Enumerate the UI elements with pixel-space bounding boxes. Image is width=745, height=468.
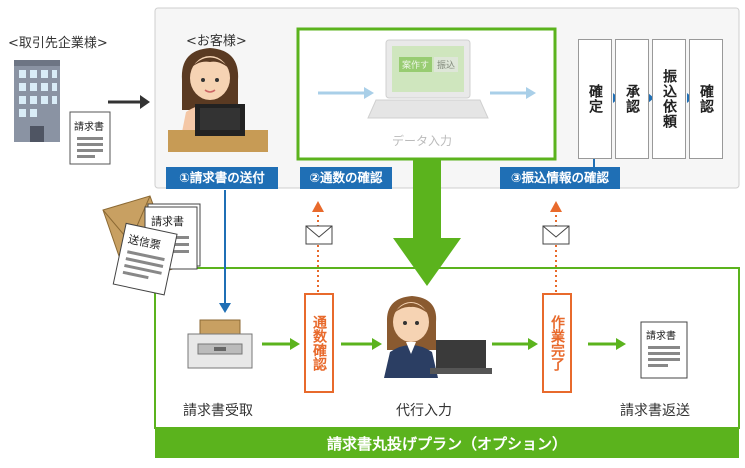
step1-badge: ①請求書の送付 <box>166 167 278 189</box>
plan-title: 請求書丸投げプラン（オプション） <box>326 434 567 453</box>
step3-badge: ③振込情報の確認 <box>500 167 620 189</box>
customer-label: <お客様> <box>186 34 247 49</box>
invoice-doc-label: 請求書 <box>74 122 104 133</box>
document-stack-icon <box>102 195 201 296</box>
proxy-entry-label: 代行入力 <box>396 403 452 419</box>
building-icon <box>14 60 60 142</box>
step-check: 確認 <box>689 39 723 159</box>
step-confirm: 確定 <box>578 39 612 159</box>
laptop-icon <box>367 39 489 119</box>
envelope-icon <box>542 225 570 245</box>
invoice-return-label: 請求書返送 <box>620 403 690 419</box>
invoice-document-small <box>69 111 111 165</box>
count-check-box: 通数確認 <box>304 293 334 393</box>
partner-to-customer-arrow <box>140 95 150 109</box>
work-done-box: 作業完了 <box>542 293 572 393</box>
envelope-icon <box>305 225 333 245</box>
plan-title-bar: 請求書丸投げプラン（オプション） <box>155 428 739 458</box>
screen-button-b: 振込 <box>434 57 459 72</box>
send-invoice-arrow <box>219 303 231 313</box>
screen-button-a: 案作す <box>399 57 433 72</box>
return-doc-label: 請求書 <box>646 331 676 342</box>
invoice-receive-label: 請求書受取 <box>183 403 253 419</box>
partner-label: <取引先企業様> <box>8 36 108 51</box>
big-green-down-arrow <box>393 159 461 286</box>
invoice-stack-label: 請求書 <box>151 215 184 228</box>
customer-woman-icon <box>168 48 268 152</box>
step-transfer-request: 振込依頼 <box>652 39 686 159</box>
step2-badge: ②通数の確認 <box>300 167 392 189</box>
invoice-document-return <box>640 321 688 379</box>
data-entry-label: データ入力 <box>392 134 453 148</box>
step-approve: 承認 <box>615 39 649 159</box>
operator-woman-icon <box>384 296 492 378</box>
count-check-arrow <box>312 201 324 212</box>
inbox-tray-icon <box>187 319 253 369</box>
work-done-arrow <box>550 201 562 212</box>
